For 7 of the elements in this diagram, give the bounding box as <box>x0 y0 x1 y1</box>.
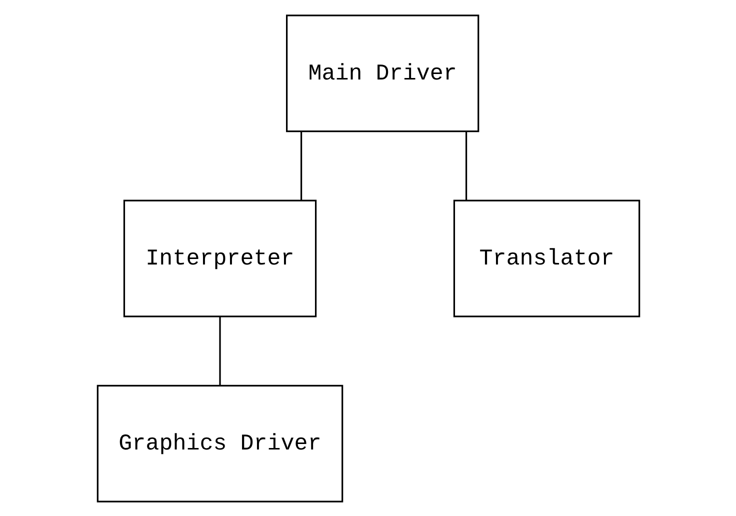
node-box: Translator <box>452 199 640 317</box>
connector <box>218 316 220 385</box>
node-box: Interpreter <box>122 199 316 317</box>
node-box: Graphics Driver <box>96 384 343 502</box>
connector <box>300 130 302 200</box>
connector <box>464 130 467 200</box>
node-box: Main Driver <box>286 14 479 132</box>
